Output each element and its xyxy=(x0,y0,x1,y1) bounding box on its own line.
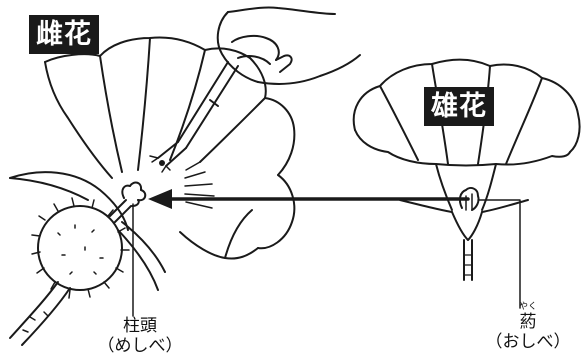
anther-name: 葯 xyxy=(519,312,537,332)
anther-label: やく 葯 （おしべ） xyxy=(478,302,578,352)
female-flower xyxy=(9,36,296,346)
pollen-transfer-arrow xyxy=(148,189,470,209)
anther-ruby: やく xyxy=(518,302,537,312)
stigma-name: 柱頭 xyxy=(123,316,157,336)
stigma-label: 柱頭 （めしべ） xyxy=(80,316,200,356)
female-flower-badge: 雌花 xyxy=(29,15,99,54)
male-flower-badge: 雄花 xyxy=(424,87,494,126)
stigma-note: （めしべ） xyxy=(97,336,183,356)
hand-with-tweezers xyxy=(149,6,361,173)
anther-note: （おしべ） xyxy=(485,332,571,352)
